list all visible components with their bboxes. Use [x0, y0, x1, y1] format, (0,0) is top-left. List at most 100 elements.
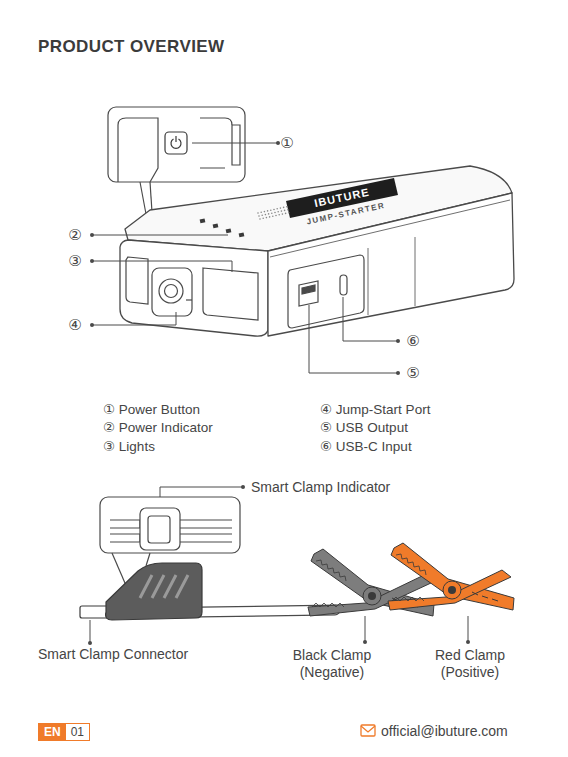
button-inset: [140, 182, 146, 214]
speaker-grille: [270, 209, 272, 211]
page-badge: EN01: [38, 723, 90, 741]
speaker-grille: [287, 209, 289, 211]
speaker-grille: [284, 210, 286, 212]
red-clamp: [388, 543, 514, 610]
speaker-grille: [273, 209, 275, 211]
leader-lines: [309, 305, 398, 373]
lights: [126, 257, 148, 304]
speaker-grille: [277, 211, 279, 213]
speaker-grille: [258, 215, 260, 217]
page-number: 01: [66, 724, 89, 740]
leader-dots: [90, 233, 94, 237]
part-name: ⑤ USB Output: [320, 420, 408, 436]
callout-number: ⑤: [406, 364, 419, 382]
part-name: ④ Jump-Start Port: [320, 402, 430, 418]
leader-dots: [396, 339, 400, 343]
leader-lines: [92, 261, 232, 262]
speaker-grille: [259, 218, 261, 220]
speaker-grille: [275, 215, 277, 217]
power-button: [175, 136, 176, 142]
smart-clamp-connector: [80, 606, 108, 618]
speaker-grille: [276, 208, 278, 210]
part-name: Red Clamp (Positive): [428, 647, 512, 681]
email-icon: [361, 725, 375, 736]
leader-lines: [468, 616, 469, 642]
language-code: EN: [39, 724, 66, 740]
speaker-grille: [260, 212, 262, 214]
leader-dots: [90, 323, 94, 327]
part-name: Smart Clamp Connector: [38, 646, 188, 663]
speaker-grille: [269, 216, 271, 218]
leader-dots: [88, 641, 92, 645]
speaker-grille: [272, 215, 274, 217]
speaker-grille: [281, 210, 283, 212]
jump-start-port: [152, 268, 192, 316]
page-title: PRODUCT OVERVIEW: [38, 37, 225, 57]
indicator-inset: [100, 497, 240, 553]
usb-ports: [288, 255, 364, 328]
usb-ports: [299, 281, 318, 306]
indicator-inset: [180, 520, 232, 542]
smart-clamp-connector: [140, 575, 188, 598]
indicator-inset: [146, 553, 150, 566]
speaker-grille: [264, 211, 266, 213]
leader-lines: [90, 620, 91, 643]
jump-starter-body: [120, 166, 514, 336]
part-name: ③ Lights: [103, 439, 155, 455]
callout-number: ③: [68, 252, 81, 270]
indicator-inset: [110, 520, 140, 542]
leader-lines: [92, 235, 228, 236]
speaker-grille: [278, 214, 280, 216]
leader-dots: [241, 485, 245, 489]
jump-start-port: [152, 268, 192, 316]
button-inset: [118, 118, 158, 182]
leader-dots: [90, 259, 94, 263]
callout-number: ⑥: [406, 332, 419, 350]
leader-lines: [365, 616, 366, 642]
speaker-grille: [285, 213, 287, 215]
leader-dots: [396, 371, 400, 375]
button-inset: [108, 107, 245, 182]
speaker-grille: [257, 212, 259, 214]
leader-lines: [176, 312, 177, 325]
power-indicator-leds: [239, 232, 245, 237]
speaker-grille: [268, 213, 270, 215]
speaker-grille: [280, 207, 282, 209]
smart-clamp-connector: [106, 563, 202, 620]
part-name: ⑥ USB-C Input: [320, 439, 412, 455]
red-clamp: [388, 543, 514, 610]
usb-ports: [288, 255, 364, 328]
indicator-inset: [148, 516, 170, 543]
usb-ports: [302, 285, 315, 294]
leader-lines: [343, 297, 398, 341]
speaker-grille: [282, 213, 284, 215]
speaker-grille: [262, 218, 264, 220]
leader-lines: [92, 325, 176, 326]
callout-number: ④: [68, 316, 81, 334]
part-name: ② Power Indicator: [103, 420, 213, 436]
leader-lines: [192, 143, 278, 144]
speaker-grille: [274, 212, 276, 214]
part-name: ① Power Button: [103, 402, 200, 418]
power-button: [165, 132, 187, 154]
jump-starter-body: [120, 240, 268, 336]
speaker-grille: [288, 212, 290, 214]
speaker-grille: [266, 217, 268, 219]
email-icon: [361, 726, 375, 732]
button-inset: [108, 107, 245, 214]
button-inset: [232, 125, 240, 165]
part-name: Smart Clamp Indicator: [251, 479, 390, 496]
leader-dots: [466, 640, 470, 644]
speaker-grille: [283, 207, 285, 209]
leader-dots: [363, 640, 367, 644]
speaker-grille: [265, 214, 267, 216]
leader-lines: [232, 261, 233, 272]
speaker-grille: [257, 206, 289, 220]
leader-dots: [276, 141, 280, 145]
power-button: [165, 132, 187, 154]
button-inset: [150, 182, 152, 212]
power-indicator-leds: [213, 223, 219, 228]
callout-number: ②: [68, 226, 81, 244]
callout-number: ①: [280, 134, 293, 152]
